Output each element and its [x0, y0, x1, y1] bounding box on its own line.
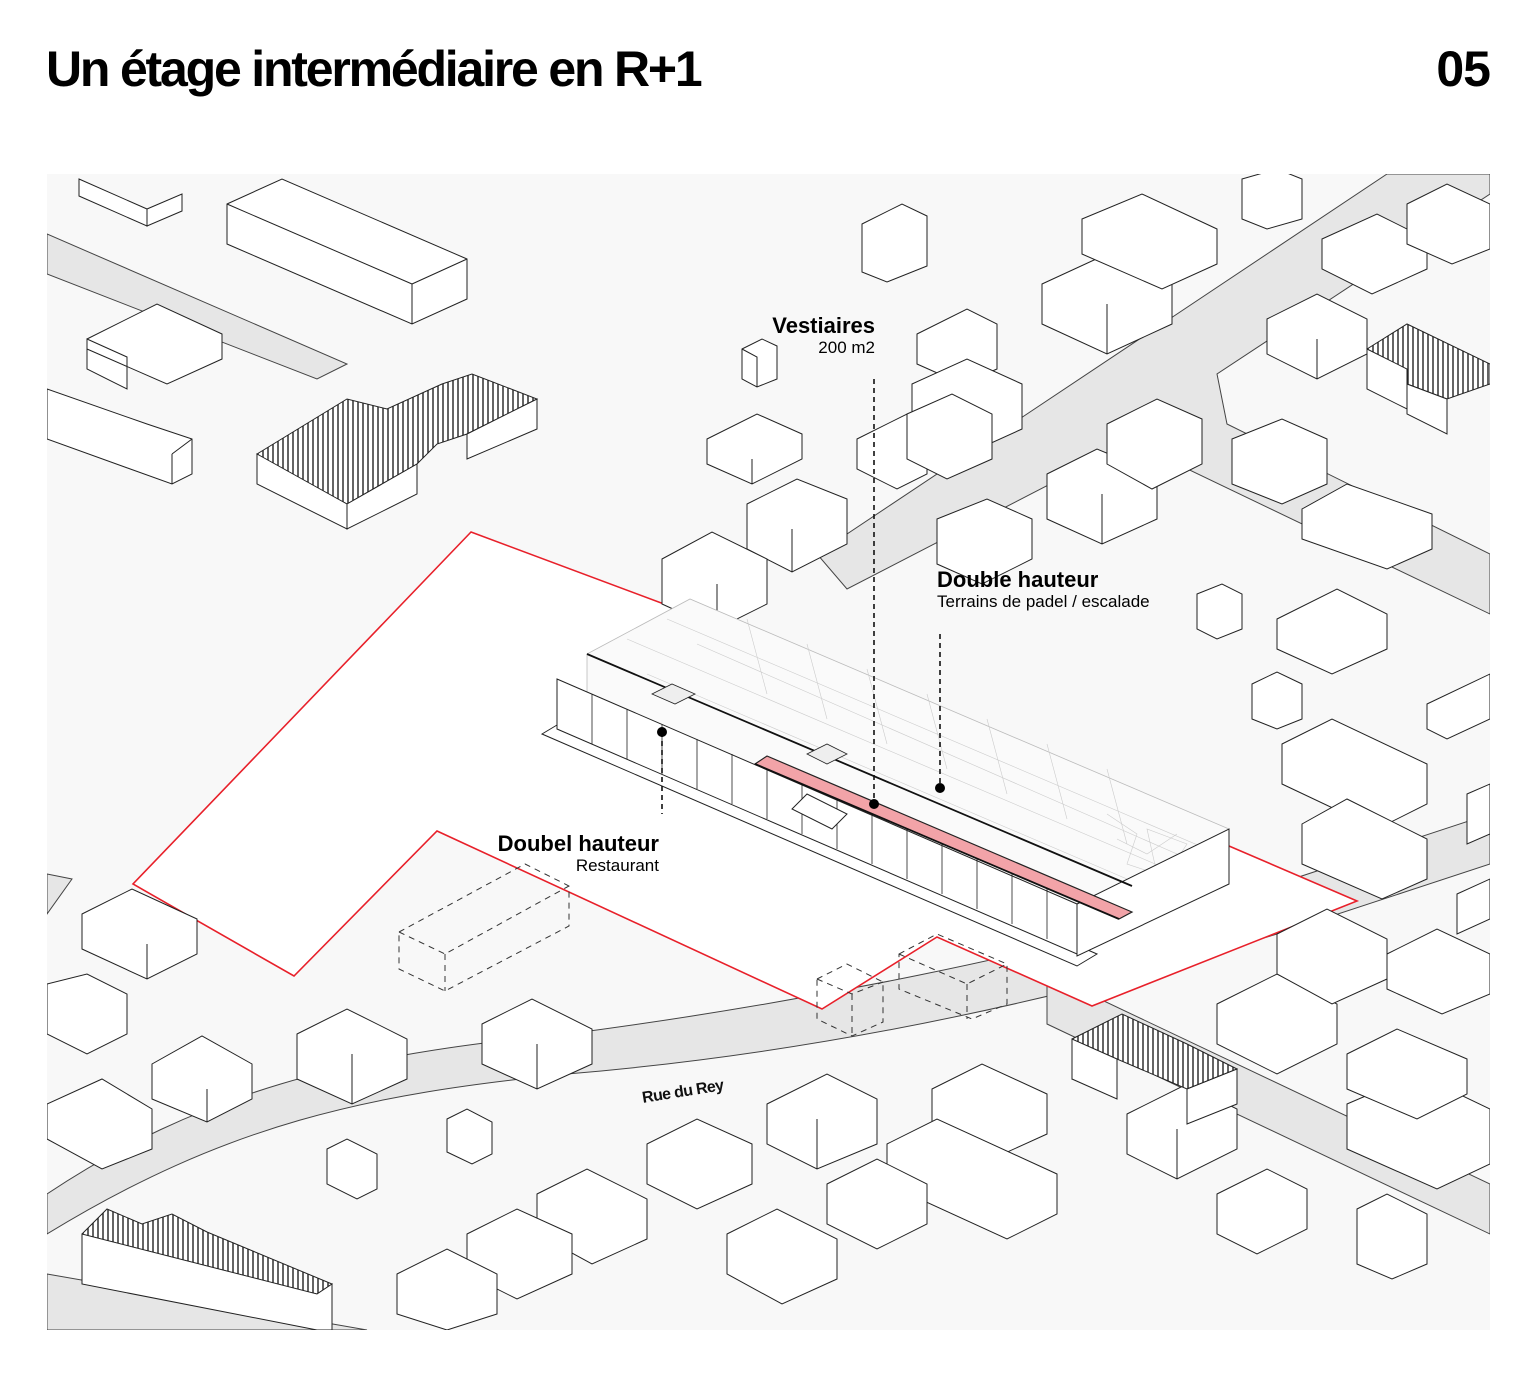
building: [726, 1208, 838, 1305]
site-drawing: [47, 174, 1490, 1330]
entrance-canopy: [791, 793, 848, 830]
building: [86, 303, 223, 390]
building: [906, 393, 993, 480]
building: [1231, 418, 1328, 505]
annotation-title: Vestiaires: [772, 313, 875, 338]
building: [78, 178, 183, 227]
annotation-title: Double hauteur: [937, 567, 1099, 592]
projected-volume-small: [816, 963, 884, 1037]
building: [861, 203, 928, 283]
main-building: [540, 598, 1230, 967]
building: [1321, 213, 1428, 295]
building-walls: [1071, 1038, 1238, 1125]
building: [47, 388, 193, 485]
building: [1216, 1168, 1308, 1255]
page-number: 05: [1436, 41, 1491, 97]
building: [646, 1118, 753, 1210]
annotation-subtitle: 200 m2: [818, 338, 875, 358]
dot-padel: [935, 783, 945, 793]
annotation-title: Doubel hauteur: [497, 831, 659, 856]
building: [1276, 588, 1388, 675]
building: [1241, 174, 1303, 230]
building: [226, 178, 468, 325]
projected-volumes: [398, 863, 1008, 1037]
building: [936, 498, 1033, 585]
building: [1276, 908, 1388, 1005]
building: [706, 413, 803, 485]
building: [446, 1108, 493, 1165]
building: [481, 998, 593, 1090]
building: [1251, 671, 1303, 730]
axonometric-site-map: Vestiaires 200 m2 Double hauteur Terrain…: [47, 174, 1490, 1330]
building: [47, 973, 128, 1055]
building: [1426, 673, 1490, 740]
building: [1406, 183, 1490, 265]
building: [1301, 483, 1433, 570]
stair-block: [651, 683, 696, 705]
hall-structure-lines: [626, 618, 1208, 880]
page-title: Un étage intermédiaire en R+1: [46, 41, 703, 97]
annotation-subtitle: Terrains de padel / escalade: [937, 592, 1150, 612]
building: [1106, 398, 1203, 490]
building: [1466, 783, 1490, 845]
stair-block: [806, 743, 848, 765]
building-walls: [81, 1233, 333, 1330]
annotation-leaders: [661, 379, 941, 814]
annotation-dots: [657, 727, 945, 809]
building-walls: [1366, 348, 1448, 435]
building: [81, 888, 198, 980]
projected-volume-pair: [898, 933, 1008, 1020]
building: [1386, 928, 1490, 1015]
building: [396, 1248, 498, 1330]
building: [296, 1008, 408, 1105]
building: [1346, 1028, 1468, 1120]
building: [1081, 193, 1218, 290]
annotation-double-hauteur-padel: Double hauteur Terrains de padel / escal…: [937, 567, 1150, 613]
road-west-stub: [47, 873, 73, 915]
building: [1196, 583, 1243, 640]
building: [47, 1078, 153, 1170]
projected-volume-restaurant: [398, 863, 570, 992]
building: [826, 1158, 928, 1250]
road-rue-du-rey: [47, 813, 1490, 1235]
annotation-double-hauteur-restaurant: Doubel hauteur Restaurant: [465, 831, 659, 877]
building: [746, 478, 848, 573]
building: [151, 1035, 253, 1123]
context-buildings: [47, 174, 1490, 1330]
building: [1281, 718, 1428, 830]
road-northwest: [47, 233, 349, 380]
building: [1301, 798, 1428, 900]
annotation-vestiaires: Vestiaires 200 m2: [727, 313, 875, 359]
dot-restaurant: [657, 727, 667, 737]
building: [326, 1138, 378, 1200]
building-end-wall: [1076, 828, 1230, 957]
building: [741, 338, 778, 388]
dot-vestiaires: [869, 799, 879, 809]
annotation-subtitle: Restaurant: [575, 856, 659, 876]
building: [1456, 878, 1490, 935]
building: [1356, 1193, 1428, 1280]
building-walls: [256, 398, 538, 530]
building: [766, 1073, 878, 1170]
